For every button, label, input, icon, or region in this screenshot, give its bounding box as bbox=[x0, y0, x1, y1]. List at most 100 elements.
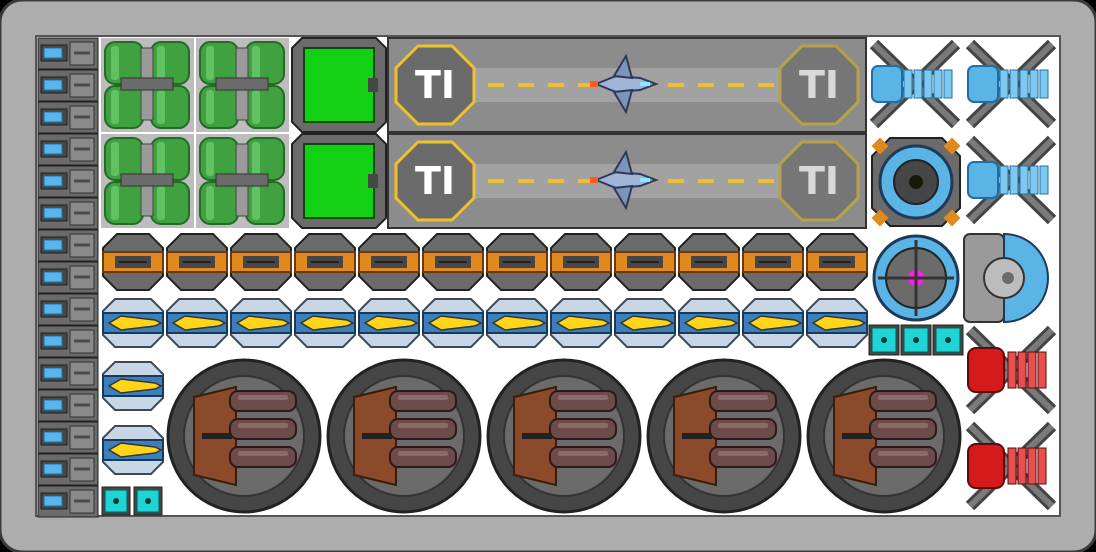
orange-cannon-tile bbox=[614, 233, 676, 291]
blue-light-icon bbox=[43, 495, 63, 507]
conduit-tile bbox=[37, 325, 99, 358]
red-thruster-tile bbox=[965, 421, 1057, 511]
landing-pad-icon bbox=[778, 140, 860, 222]
turret-barrel-icon bbox=[709, 390, 777, 412]
missile-icon bbox=[235, 315, 291, 331]
landing-pad-icon bbox=[778, 44, 860, 126]
orange-cannon-tile bbox=[806, 233, 868, 291]
orange-cannon-tile bbox=[678, 233, 740, 291]
fighter-ship-icon bbox=[590, 53, 659, 115]
yellow-launcher-tile bbox=[806, 298, 868, 348]
green-tank-icon bbox=[199, 181, 239, 225]
heavy-turret-tile bbox=[646, 358, 802, 514]
blue-light-icon bbox=[43, 431, 63, 443]
round-pod-tile bbox=[963, 232, 1049, 324]
missile-icon bbox=[107, 315, 163, 331]
side-launchers bbox=[101, 361, 164, 516]
blue-light-icon bbox=[43, 399, 63, 411]
green-screen-icon bbox=[303, 47, 375, 123]
landing-pad-label: TI bbox=[799, 63, 839, 107]
turret-barrel-icon bbox=[229, 446, 297, 468]
green-tank-icon bbox=[104, 85, 144, 129]
turret-barrel-icon bbox=[709, 418, 777, 440]
landing-pad-icon bbox=[394, 44, 476, 126]
yellow-launcher-tile bbox=[486, 298, 548, 348]
blue-thruster-tile bbox=[965, 135, 1057, 225]
blue-light-icon bbox=[43, 367, 63, 379]
green-tank-icon bbox=[150, 85, 190, 129]
fighter-ship-icon bbox=[590, 149, 659, 211]
conduit-tile bbox=[37, 101, 99, 134]
orange-bolt-icon bbox=[943, 209, 961, 227]
landing-pad-icon bbox=[394, 140, 476, 222]
blue-light-icon bbox=[43, 207, 63, 219]
missile-icon bbox=[747, 315, 803, 331]
yellow-launcher-tile bbox=[102, 361, 164, 411]
heavy-turret-tile bbox=[806, 358, 962, 514]
pod-dome-icon bbox=[1003, 232, 1049, 324]
missile-icon bbox=[427, 315, 483, 331]
missile-icon bbox=[683, 315, 739, 331]
conduit-tile bbox=[37, 261, 99, 294]
red-thruster-icon bbox=[967, 443, 1005, 489]
yellow-launcher-tile bbox=[166, 298, 228, 348]
orange-cannon-tile bbox=[358, 233, 420, 291]
missile-icon bbox=[555, 315, 611, 331]
conduit-tile bbox=[37, 421, 99, 454]
blue-light-icon bbox=[43, 463, 63, 475]
conduit-tile bbox=[37, 293, 99, 326]
turret-barrel-icon bbox=[549, 418, 617, 440]
green-tank-block bbox=[101, 38, 289, 228]
orange-cannon-row bbox=[102, 233, 868, 291]
conduit-tile bbox=[37, 197, 99, 230]
yellow-launcher-tile bbox=[102, 298, 164, 348]
yellow-launcher-tile bbox=[230, 298, 292, 348]
green-tank-icon bbox=[104, 181, 144, 225]
yellow-launcher-tile bbox=[678, 298, 740, 348]
turret-barrel-icon bbox=[389, 390, 457, 412]
turret-barrel-icon bbox=[389, 446, 457, 468]
orange-cannon-tile bbox=[422, 233, 484, 291]
green-tank-icon bbox=[199, 85, 239, 129]
blue-light-icon bbox=[43, 47, 63, 59]
orange-cannon-tile bbox=[550, 233, 612, 291]
red-thruster-icon bbox=[967, 347, 1005, 393]
blue-thruster-icon bbox=[871, 65, 903, 103]
cyan-node-tile bbox=[900, 324, 932, 356]
red-thruster-tile bbox=[965, 325, 1057, 415]
blue-light-icon bbox=[43, 303, 63, 315]
turret-barrel-icon bbox=[869, 446, 937, 468]
landing-pad-label: TI bbox=[415, 63, 455, 107]
cyan-node-tile bbox=[932, 324, 964, 356]
orange-bolt-icon bbox=[871, 209, 889, 227]
missile-icon bbox=[299, 315, 355, 331]
orange-cannon-tile bbox=[230, 233, 292, 291]
turret-row bbox=[166, 358, 962, 514]
conduit-tile bbox=[37, 389, 99, 422]
conduit-tile bbox=[37, 357, 99, 390]
missile-icon bbox=[491, 315, 547, 331]
blue-light-icon bbox=[43, 239, 63, 251]
green-panel-tile bbox=[291, 37, 387, 133]
right-modules bbox=[868, 39, 1057, 511]
green-tank-tile bbox=[196, 38, 289, 132]
blue-light-icon bbox=[43, 79, 63, 91]
orange-cannon-tile bbox=[294, 233, 356, 291]
magenta-core-tile bbox=[872, 234, 960, 322]
conduit-tile bbox=[37, 485, 99, 518]
missile-icon bbox=[363, 315, 419, 331]
cyan-node-tile bbox=[101, 486, 131, 516]
yellow-launcher-row bbox=[102, 298, 868, 348]
green-tank-icon bbox=[150, 181, 190, 225]
yellow-launcher-tile bbox=[550, 298, 612, 348]
heavy-turret-tile bbox=[326, 358, 482, 514]
turret-barrel-icon bbox=[549, 390, 617, 412]
hangar-bay: TI TI bbox=[387, 37, 867, 133]
turret-barrel-icon bbox=[549, 446, 617, 468]
blue-thruster-icon bbox=[967, 161, 999, 199]
blue-light-icon bbox=[43, 111, 63, 123]
